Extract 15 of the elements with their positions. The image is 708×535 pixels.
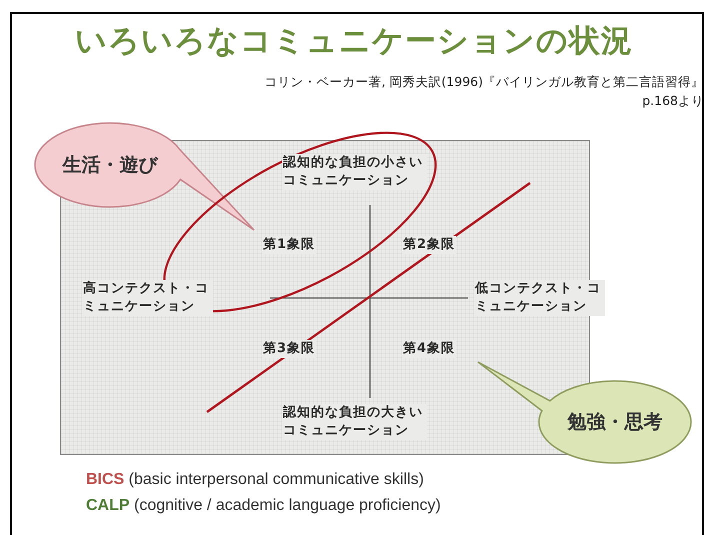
title: いろいろなコミュニケーションの状況 bbox=[74, 22, 634, 61]
bubble-label: 生活・遊び bbox=[61, 153, 160, 178]
quadrant-label: 第2象限 bbox=[402, 236, 456, 254]
bubble-label: 勉強・思考 bbox=[566, 410, 664, 435]
quadrant-label: 第4象限 bbox=[402, 340, 456, 358]
quadrant-label: 認知的な負担の小さいコミュニケーション bbox=[282, 154, 427, 190]
citation-text: コリン・ベーカー著, 岡秀夫訳(1996)『バイリンガル教育と第二言語習得』 bbox=[264, 74, 704, 91]
quadrant-label: 第3象限 bbox=[262, 340, 316, 358]
quadrant-label: 第1象限 bbox=[262, 236, 316, 254]
citation-text: p.168より bbox=[642, 93, 704, 110]
legend-text: BICS (basic interpersonal communicative skills) bbox=[86, 471, 424, 489]
quadrant-label: 認知的な負担の大きいコミュニケーション bbox=[282, 404, 427, 440]
quadrant-label: 高コンテクスト・コミュニケーション bbox=[82, 280, 213, 316]
legend-text: CALP (cognitive / academic language proficiency) bbox=[86, 497, 441, 515]
quadrant-label: 低コンテクスト・コミュニケーション bbox=[474, 280, 605, 316]
